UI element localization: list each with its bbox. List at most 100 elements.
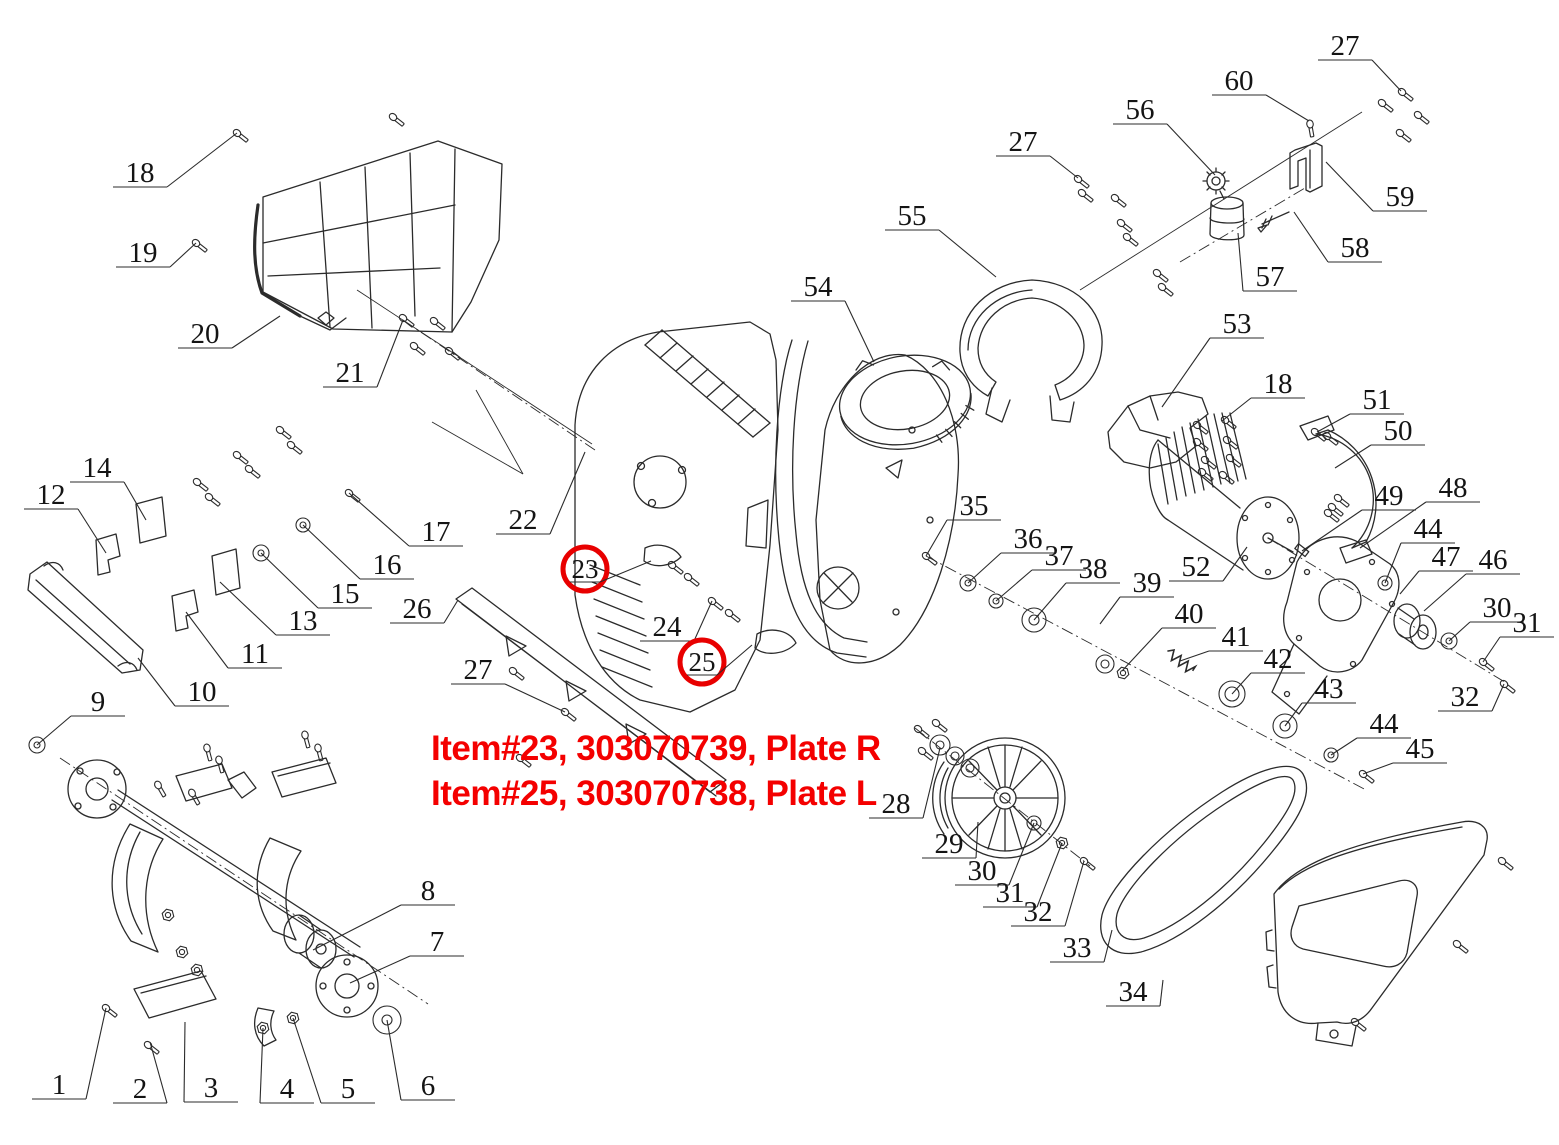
- svg-text:31: 31: [1513, 607, 1542, 639]
- washer-glyph: [1440, 632, 1458, 650]
- svg-text:30: 30: [1483, 592, 1512, 624]
- screw-glyph: [232, 450, 249, 465]
- callout-22: 22: [496, 451, 586, 536]
- screw-glyph: [1077, 188, 1094, 203]
- callout-47: 47: [1399, 541, 1473, 595]
- callout-26: 26: [390, 593, 459, 625]
- screw-glyph: [683, 572, 700, 587]
- part-left-brackets: [27, 496, 241, 674]
- nut-glyph: [1116, 666, 1130, 680]
- callout-31: 31: [1482, 607, 1554, 663]
- callout-33: 33: [1050, 929, 1113, 964]
- screw-glyph: [203, 743, 213, 762]
- screw-glyph: [1395, 128, 1412, 143]
- callout-16: 16: [302, 524, 414, 581]
- hardware-glyphs: [28, 87, 1516, 1055]
- annotation-line-1: Item#23, 303070739, Plate R: [431, 729, 881, 768]
- screw-glyph: [724, 608, 741, 623]
- washer-glyph: [945, 746, 965, 766]
- highlight-circle-23: 23: [560, 544, 652, 594]
- callout-58: 58: [1293, 211, 1382, 264]
- svg-text:32: 32: [1451, 681, 1480, 713]
- callout-53: 53: [1161, 308, 1264, 408]
- nut-glyph: [1055, 836, 1069, 850]
- callout-57: 57: [1237, 232, 1297, 293]
- part-shroud: [574, 321, 779, 713]
- part-pulley-46: [1393, 603, 1437, 650]
- svg-text:2: 2: [133, 1073, 148, 1105]
- callout-56: 56: [1113, 94, 1216, 176]
- screw-glyph: [1322, 431, 1339, 446]
- svg-text:38: 38: [1079, 553, 1108, 585]
- svg-text:56: 56: [1126, 94, 1155, 126]
- part-bearing-plate-48: [1271, 536, 1400, 715]
- svg-text:30: 30: [968, 855, 997, 887]
- svg-text:17: 17: [422, 516, 451, 548]
- callout-3: 3: [183, 1021, 238, 1104]
- svg-text:51: 51: [1363, 384, 1392, 416]
- svg-text:60: 60: [1225, 65, 1254, 97]
- screw-glyph: [1397, 87, 1414, 102]
- screw-glyph: [1452, 939, 1469, 954]
- svg-text:20: 20: [191, 318, 220, 350]
- callout-42: 42: [1231, 643, 1305, 695]
- svg-text:16: 16: [373, 549, 402, 581]
- washer-glyph: [1377, 575, 1393, 591]
- callout-36: 36: [967, 523, 1055, 584]
- svg-text:5: 5: [341, 1073, 356, 1105]
- callout-49: 49: [1301, 480, 1416, 552]
- screw-glyph: [192, 477, 209, 492]
- svg-text:34: 34: [1119, 976, 1149, 1008]
- svg-text:25: 25: [689, 647, 716, 677]
- washer-glyph: [988, 593, 1004, 609]
- screw-glyph: [244, 464, 261, 479]
- screw-glyph: [1116, 218, 1133, 233]
- screw-glyph: [1358, 769, 1375, 784]
- svg-text:29: 29: [935, 828, 964, 860]
- screw-glyph: [301, 730, 311, 749]
- svg-text:10: 10: [188, 676, 217, 708]
- screw-glyph: [275, 425, 292, 440]
- screw-glyph: [444, 346, 461, 361]
- svg-text:44: 44: [1414, 513, 1444, 545]
- screw-glyph: [101, 1003, 118, 1018]
- callout-51: 51: [1316, 384, 1404, 433]
- callout-21: 21: [323, 319, 404, 389]
- screw-glyph: [1152, 268, 1169, 283]
- svg-text:39: 39: [1133, 567, 1162, 599]
- screw-glyph: [1478, 657, 1495, 672]
- part-knob-cylinder: [1202, 142, 1323, 241]
- svg-text:46: 46: [1479, 544, 1508, 576]
- washer-glyph: [252, 544, 270, 562]
- callout-27: 27: [1318, 30, 1402, 92]
- part-side-panel-left: [253, 140, 503, 333]
- svg-text:6: 6: [421, 1070, 436, 1102]
- screw-glyph: [1499, 679, 1516, 694]
- screw-glyph: [921, 551, 938, 566]
- callout-30: 30: [1448, 592, 1524, 642]
- callout-35: 35: [925, 490, 1001, 557]
- part-bar-26: [455, 587, 727, 797]
- callout-19: 19: [116, 237, 197, 269]
- annotation-text: Item#23, 303070739, Plate R Item#25, 303…: [431, 726, 881, 816]
- screw-glyph: [1350, 1017, 1367, 1032]
- screw-glyph: [1197, 467, 1214, 482]
- callout-59: 59: [1325, 161, 1427, 213]
- callout-9: 9: [36, 686, 125, 746]
- screw-glyph: [314, 743, 324, 762]
- callout-8: 8: [312, 875, 455, 951]
- callout-39: 39: [1099, 567, 1174, 625]
- callout-10: 10: [137, 657, 229, 708]
- screw-glyph: [409, 341, 426, 356]
- screw-glyph: [1310, 427, 1327, 442]
- washer-glyph: [1026, 815, 1042, 831]
- screw-glyph: [388, 112, 405, 127]
- svg-text:8: 8: [421, 875, 436, 907]
- screw-glyph: [1218, 470, 1235, 485]
- highlight-circles: 23 25: [560, 544, 753, 687]
- svg-text:54: 54: [804, 271, 834, 303]
- screw-glyph: [667, 560, 684, 575]
- screw-glyph: [154, 780, 167, 798]
- washer-glyph: [295, 517, 311, 533]
